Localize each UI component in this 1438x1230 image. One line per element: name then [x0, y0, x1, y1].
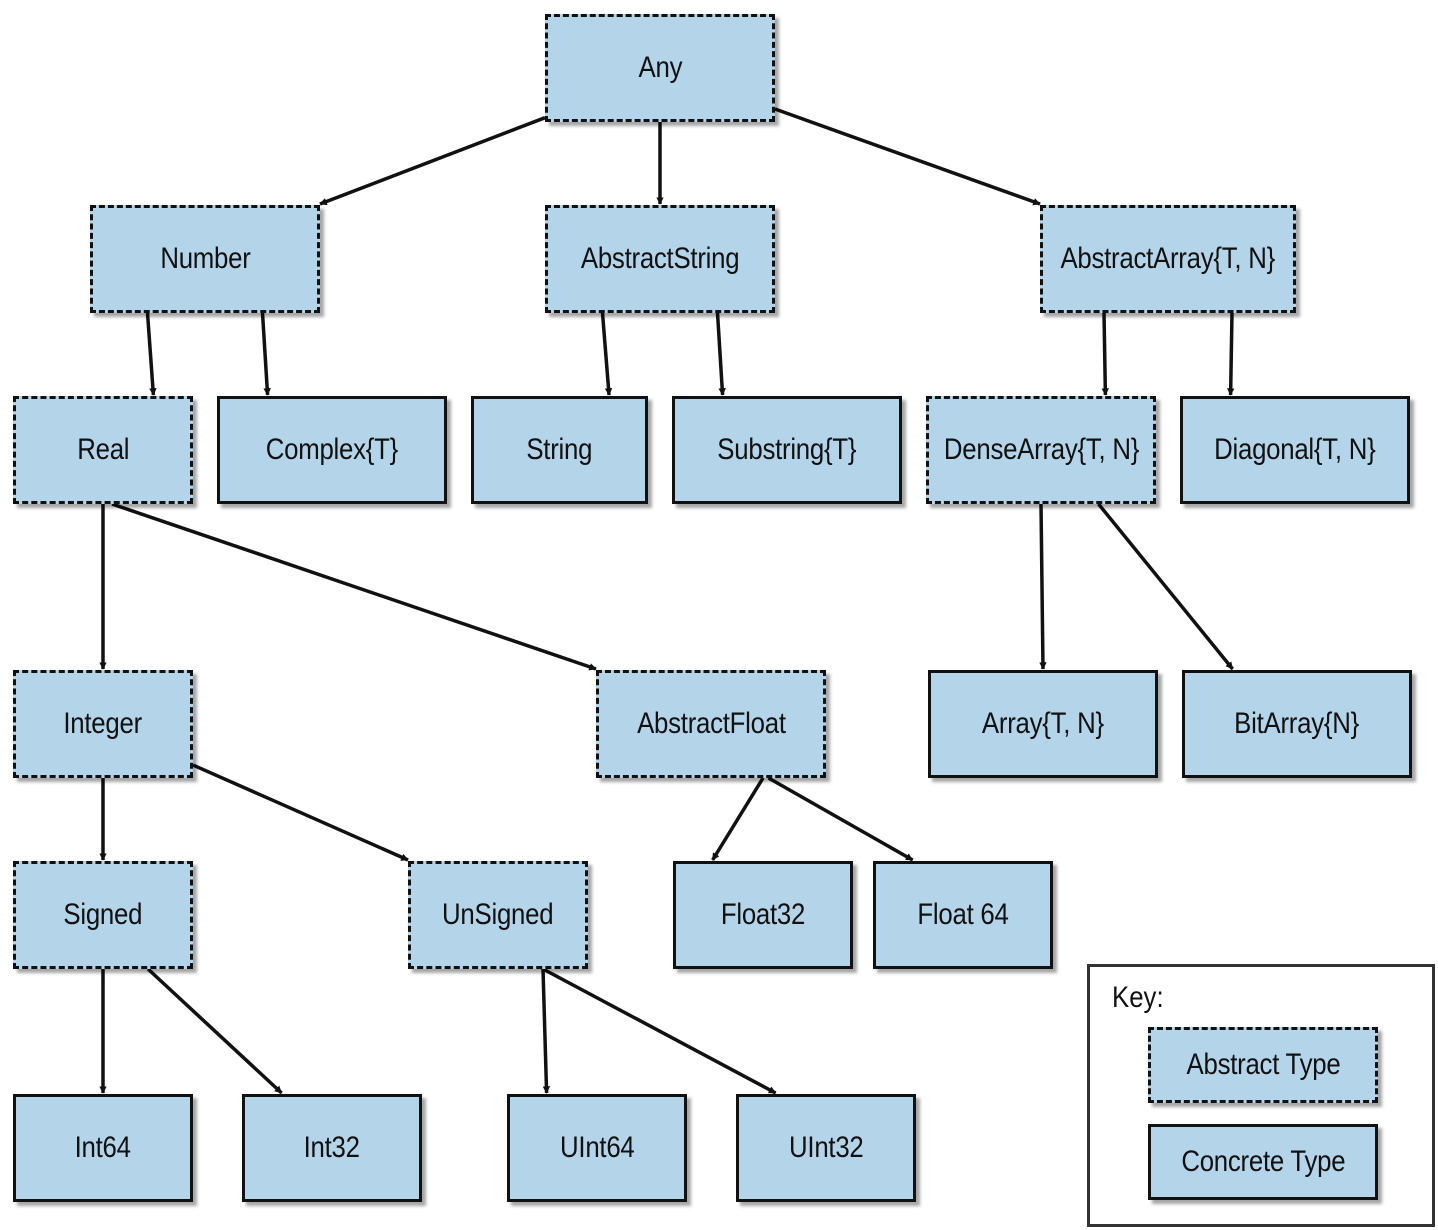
edge-abstract-string-to-string — [600, 312, 613, 396]
node-diagonal: Diagonal{T, N} — [1180, 396, 1410, 504]
node-int32: Int32 — [242, 1094, 422, 1202]
edge-abstract-array-to-dense-array — [1101, 312, 1110, 396]
edge-number-to-real — [145, 312, 157, 396]
node-label: Any — [638, 51, 682, 84]
legend-concrete-sample: Concrete Type — [1148, 1124, 1378, 1200]
node-label: UnSigned — [442, 898, 554, 931]
node-abstract-array: AbstractArray{T, N} — [1040, 205, 1296, 313]
node-abstract-float: AbstractFloat — [596, 670, 826, 778]
edge-dense-array-to-array — [1039, 503, 1047, 670]
node-float32: Float32 — [673, 861, 853, 969]
edge-integer-to-unsigned — [192, 763, 409, 862]
node-label: AbstractArray{T, N} — [1060, 242, 1276, 275]
edge-signed-to-int32 — [146, 967, 283, 1095]
node-label: Signed — [63, 898, 143, 931]
node-uint64: UInt64 — [507, 1094, 687, 1202]
node-integer: Integer — [13, 670, 193, 778]
node-label: Float32 — [720, 898, 806, 931]
legend-concrete-label: Concrete Type — [1181, 1145, 1345, 1178]
node-label: UInt64 — [559, 1131, 635, 1164]
node-label: Int32 — [303, 1131, 361, 1164]
edge-abstract-string-to-substring — [715, 312, 726, 396]
node-complex: Complex{T} — [217, 396, 447, 504]
node-label: Int64 — [74, 1131, 132, 1164]
edge-any-to-number — [319, 116, 546, 206]
node-label: Float 64 — [917, 898, 1009, 931]
node-number: Number — [90, 205, 320, 313]
node-label: String — [526, 433, 593, 466]
edge-real-to-abstract-float — [111, 502, 597, 671]
edge-unsigned-to-uint32 — [542, 967, 777, 1095]
node-dense-array: DenseArray{T, N} — [926, 396, 1156, 504]
legend-abstract-sample: Abstract Type — [1148, 1027, 1378, 1103]
node-int64: Int64 — [13, 1094, 193, 1202]
node-array: Array{T, N} — [928, 670, 1158, 778]
legend-abstract-label: Abstract Type — [1186, 1048, 1340, 1081]
node-uint32: UInt32 — [736, 1094, 916, 1202]
node-label: DenseArray{T, N} — [943, 433, 1139, 466]
edge-abstract-float-to-float32 — [711, 777, 765, 861]
node-signed: Signed — [13, 861, 193, 969]
node-label: Diagonal{T, N} — [1214, 433, 1376, 466]
legend-key: Key: Abstract Type Concrete Type — [1087, 964, 1435, 1227]
node-label: AbstractFloat — [636, 707, 786, 740]
node-unsigned: UnSigned — [408, 861, 588, 969]
edge-unsigned-to-uint64 — [541, 968, 551, 1094]
node-abstract-string: AbstractString — [545, 205, 775, 313]
node-any: Any — [545, 14, 775, 122]
node-label: Complex{T} — [265, 433, 399, 466]
node-float64: Float 64 — [873, 861, 1053, 969]
legend-title: Key: — [1112, 981, 1164, 1014]
edge-any-to-abstract-array — [774, 107, 1041, 206]
node-real: Real — [13, 396, 193, 504]
edge-abstract-array-to-diagonal — [1226, 312, 1235, 396]
node-substring: Substring{T} — [672, 396, 902, 504]
edge-dense-array-to-bit-array — [1097, 502, 1234, 671]
node-label: Real — [76, 433, 130, 466]
edge-abstract-float-to-float64 — [767, 776, 914, 862]
node-label: Array{T, N} — [982, 707, 1104, 740]
node-bit-array: BitArray{N} — [1182, 670, 1412, 778]
edge-number-to-complex — [260, 312, 271, 396]
node-label: UInt32 — [788, 1131, 864, 1164]
node-label: Substring{T} — [717, 433, 857, 466]
node-label: BitArray{N} — [1234, 707, 1360, 740]
node-label: Number — [159, 242, 251, 275]
node-string: String — [471, 396, 648, 504]
node-label: AbstractString — [580, 242, 740, 275]
node-label: Integer — [63, 707, 143, 740]
